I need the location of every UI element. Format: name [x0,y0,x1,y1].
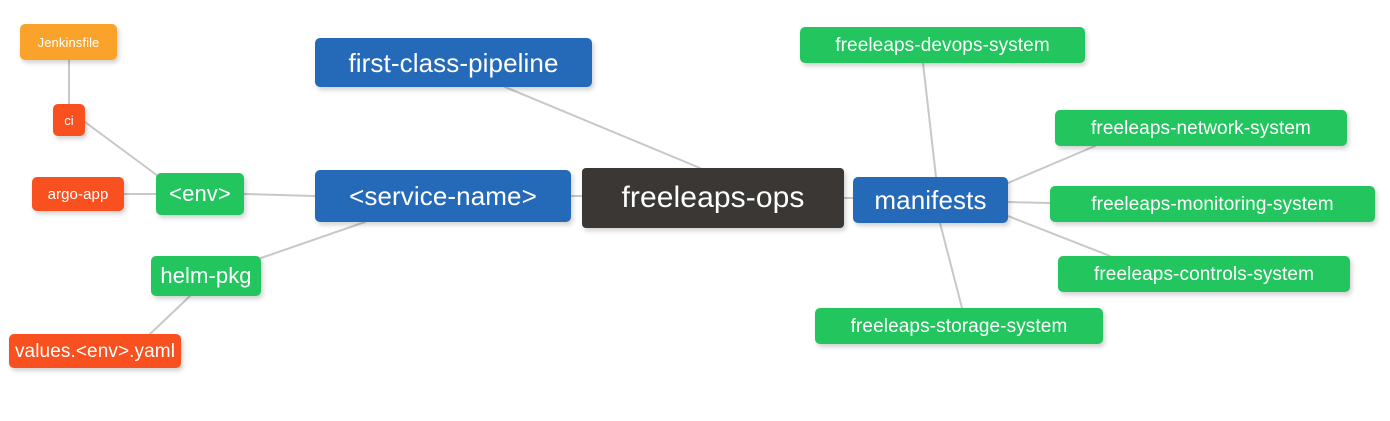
node-label: ci [64,112,74,128]
node-label: freeleaps-storage-system [850,315,1068,337]
node-label: freeleaps-network-system [1091,117,1311,139]
mindmap-node-env[interactable]: <env> [156,173,244,215]
edge-manifests-to-controls-system [1007,215,1111,257]
edge-values-yaml-to-helm-pkg [149,295,191,335]
mindmap-node-controls-system[interactable]: freeleaps-controls-system [1058,256,1350,292]
mindmap-node-first-class-pipeline[interactable]: first-class-pipeline [315,38,592,87]
mindmap-node-monitoring-system[interactable]: freeleaps-monitoring-system [1050,186,1375,222]
node-label: <service-name> [349,181,537,211]
node-label: freeleaps-ops [621,181,805,214]
edge-env-to-service-name [243,193,316,197]
mindmap-node-values-yaml[interactable]: values.<env>.yaml [9,334,181,368]
edge-first-class-pipeline-to-freeleaps-ops [504,86,701,169]
node-label: helm-pkg [160,263,252,288]
edge-ci-to-env [84,121,159,177]
mindmap-node-service-name[interactable]: <service-name> [315,170,571,222]
mindmap-node-storage-system[interactable]: freeleaps-storage-system [815,308,1103,344]
node-label: argo-app [47,185,109,203]
edge-manifests-to-network-system [1007,145,1096,184]
mindmap-node-network-system[interactable]: freeleaps-network-system [1055,110,1347,146]
mindmap-node-manifests[interactable]: manifests [853,177,1008,223]
mindmap-node-freeleaps-ops[interactable]: freeleaps-ops [582,168,844,228]
node-label: manifests [874,185,987,215]
node-label: freeleaps-controls-system [1093,263,1315,285]
edge-manifests-to-storage-system [939,222,963,309]
mindmap-node-jenkinsfile[interactable]: Jenkinsfile [20,24,117,60]
edge-manifests-to-devops-system [922,62,937,178]
node-label: <env> [169,181,231,206]
node-label: first-class-pipeline [348,47,559,78]
mindmap-node-argo-app[interactable]: argo-app [32,177,124,211]
mindmap-node-helm-pkg[interactable]: helm-pkg [151,256,261,296]
node-label: Jenkinsfile [37,34,100,50]
edge-manifests-to-monitoring-system [1007,201,1051,204]
node-label: freeleaps-devops-system [835,34,1050,56]
edge-helm-pkg-to-service-name [260,221,366,259]
node-label: values.<env>.yaml [14,340,176,362]
mindmap-node-devops-system[interactable]: freeleaps-devops-system [800,27,1085,63]
node-label: freeleaps-monitoring-system [1091,193,1334,215]
mindmap-node-ci[interactable]: ci [53,104,85,136]
